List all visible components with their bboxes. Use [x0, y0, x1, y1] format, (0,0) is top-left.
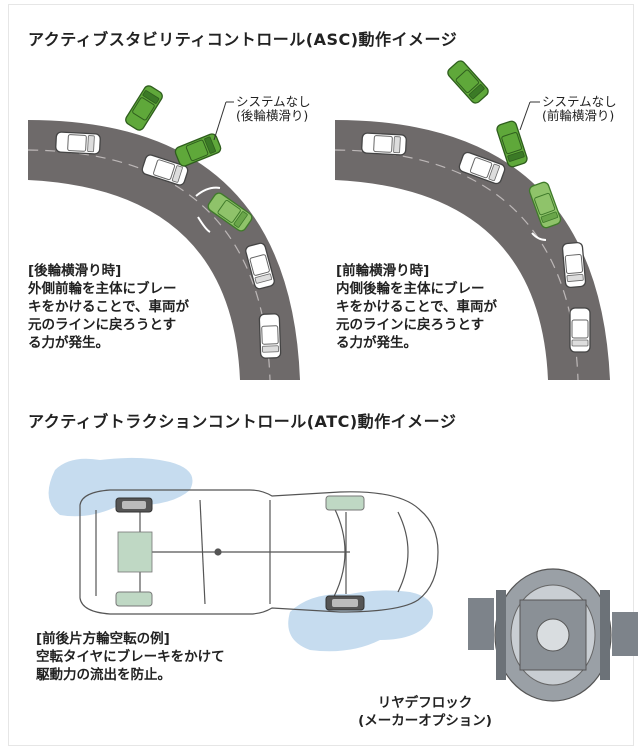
diff-caption: リヤデフロック (メーカーオプション) [358, 695, 492, 729]
asc-right-heading: [前輪横滑り時] [336, 263, 430, 279]
atc-engine-block [117, 531, 153, 573]
asc-right-caption: [前輪横滑り時] 内側後輪を主体にブレー キをかけることで、車両が 元のラインに… [336, 263, 498, 351]
atc-caption: [前後片方輪空転の例] 空転タイヤにブレーキをかけて 駆動力の流出を防止。 [36, 631, 225, 683]
asc-title: アクティブスタビリティコントロール(ASC)動作イメージ [28, 30, 458, 49]
asc-left-arrow2 [197, 216, 211, 233]
atc-puddle-rear [288, 590, 434, 652]
asc-left-callout-line [213, 101, 227, 141]
figure-frame [8, 4, 634, 746]
atc-title: アクティブトラクションコントロール(ATC)動作イメージ [28, 412, 457, 431]
atc-puddle-front [48, 457, 193, 517]
asc-left-heading: [後輪横滑り時] [28, 263, 122, 279]
asc-left-caption: [後輪横滑り時] 外側前輪を主体にブレー キをかけることで、車両が 元のラインに… [28, 263, 190, 351]
asc-left-arrow [195, 186, 221, 197]
asc-right-arrow [529, 173, 545, 177]
atc-heading: [前後片方輪空転の例] [36, 631, 170, 647]
asc-right-callout: システムなし (前輪横滑り) [542, 94, 617, 123]
asc-left-road [27, 120, 300, 381]
rear-diff-lock-image [468, 568, 638, 702]
atc-wheels [115, 495, 365, 611]
asc-right-callout-line [519, 101, 531, 131]
asc-left-callout: システムなし (後輪横滑り) [236, 94, 311, 123]
